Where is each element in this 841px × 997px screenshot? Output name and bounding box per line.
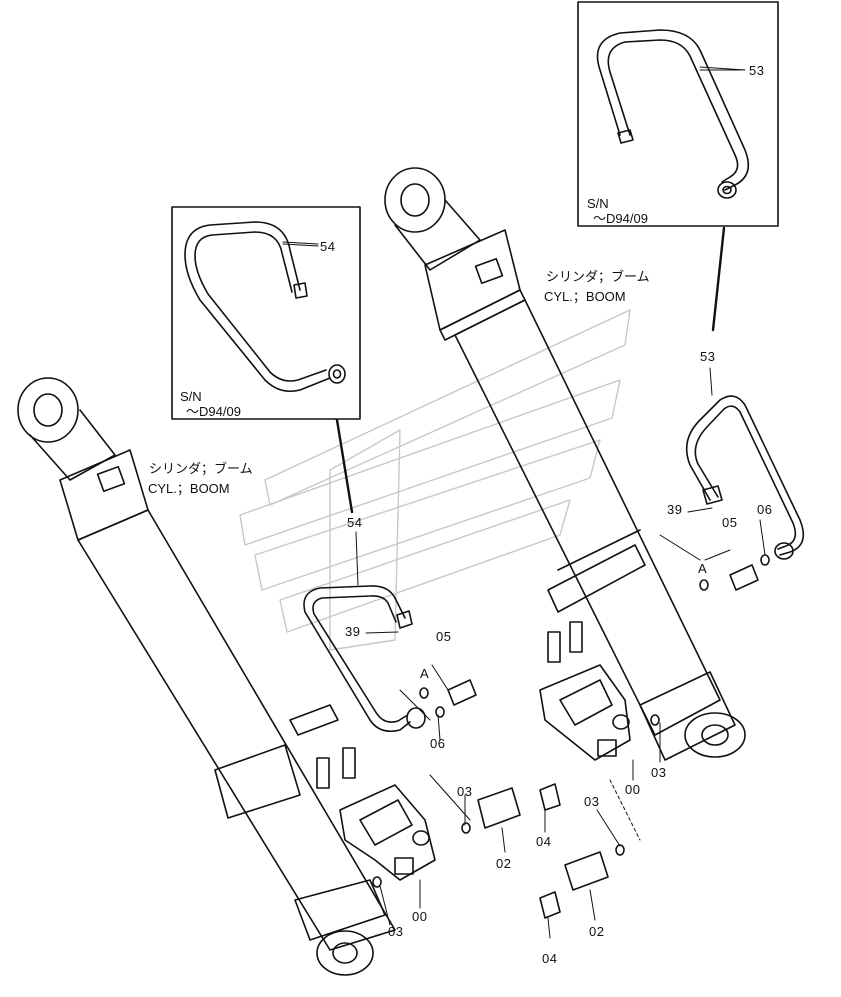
valve-block-right (539, 621, 631, 761)
serial-label-right: S/N (587, 196, 609, 211)
label-53: 53 (700, 349, 716, 364)
inset-box-54 (171, 206, 361, 514)
pipe-53 (685, 395, 805, 560)
label-54-inset: 54 (320, 239, 336, 254)
valve-block-left (316, 747, 436, 881)
cylinder-en-right: CYL.；BOOM (544, 289, 626, 304)
watermark-logo (239, 309, 631, 651)
cylinder-jp-right: シリンダ；ブーム (546, 270, 650, 285)
serial-label-left: S/N (180, 389, 202, 404)
label-00-right: 00 (625, 782, 641, 797)
boom-cylinder-right (384, 167, 746, 761)
label-53-inset: 53 (749, 63, 765, 78)
label-04-lower: 04 (542, 951, 558, 966)
label-06-left: 06 (430, 736, 446, 751)
label-03-left-upper: 03 (457, 784, 473, 799)
label-a-left: A (420, 666, 430, 681)
leader-lines (282, 69, 766, 939)
cylinder-en-left: CYL.；BOOM (148, 481, 230, 496)
label-05-right: 05 (722, 515, 738, 530)
fittings (372, 554, 770, 919)
label-39-right: 39 (667, 502, 683, 517)
label-03-left-lower: 03 (388, 924, 404, 939)
inset-box-53 (577, 1, 779, 332)
label-05-left: 05 (436, 629, 452, 644)
cylinder-jp-left: シリンダ；ブーム (149, 462, 253, 477)
serial-range-right: ～D94/09 (593, 211, 648, 226)
label-04-upper: 04 (536, 834, 552, 849)
pipe-54 (303, 585, 426, 733)
label-03-right-lower: 03 (584, 794, 600, 809)
boom-cylinder-left (17, 377, 396, 976)
label-03-right-upper: 03 (651, 765, 667, 780)
label-a-right: A (698, 561, 708, 576)
label-02-lower: 02 (589, 924, 605, 939)
label-06-right: 06 (757, 502, 773, 517)
label-00-left: 00 (412, 909, 428, 924)
label-02-upper: 02 (496, 856, 512, 871)
serial-range-left: ～D94/09 (186, 404, 241, 419)
label-54: 54 (347, 515, 363, 530)
label-39-left: 39 (345, 624, 361, 639)
